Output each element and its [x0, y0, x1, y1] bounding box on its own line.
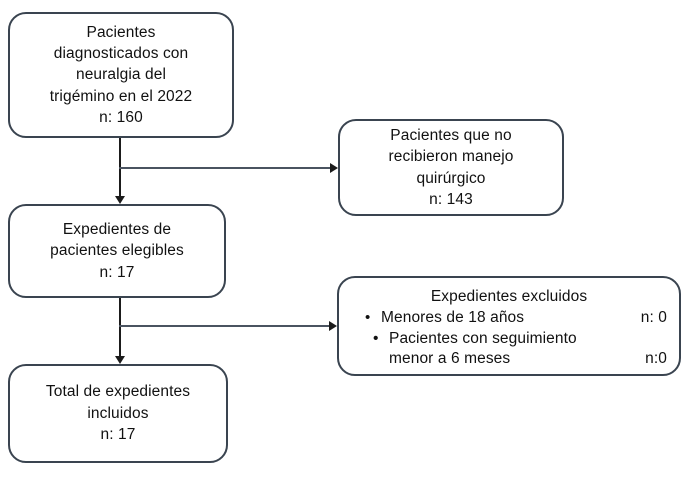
node-included-line-2: incluidos: [87, 404, 149, 422]
node-nonsurg-line-1: Pacientes que no: [390, 126, 512, 144]
node-diagnosed-patients: Pacientes diagnosticados con neuralgia d…: [8, 12, 234, 138]
node-nonsurg-count: n: 143: [429, 190, 473, 208]
arrow-head-right-icon: [330, 163, 338, 173]
node-excluded-records: Expedientes excluidos • Menores de 18 añ…: [337, 276, 681, 376]
node-eligible-records: Expedientes de pacientes elegibles n: 17: [8, 204, 226, 298]
excluded-item-text: Menores de 18 años: [381, 309, 525, 327]
arrow-head-down-icon: [115, 356, 125, 364]
excluded-list: • Menores de 18 años n: 0 • Pacientes co…: [339, 308, 679, 369]
node-diagnosed-line-2: diagnosticados con: [53, 44, 189, 62]
excluded-item-count: n:0: [645, 350, 667, 368]
excluded-title: Expedientes excluidos: [430, 288, 588, 305]
connector-eligible-to-excluded: [119, 325, 331, 327]
excluded-item-body: Pacientes con seguimiento menor a 6 mese…: [389, 329, 667, 370]
node-diagnosed-count: n: 160: [99, 109, 143, 127]
node-eligible-line-1: Expedientes de: [62, 220, 172, 238]
node-non-surgical-patients: Pacientes que no recibieron manejo quirú…: [338, 119, 564, 216]
node-diagnosed-line-3: neuralgia del: [75, 66, 167, 84]
bullet-icon: •: [373, 329, 379, 347]
node-diagnosed-line-4: trigémino en el 2022: [49, 87, 193, 105]
connector-diagnosed-to-non-surgical: [119, 167, 332, 169]
node-included-line-1: Total de expedientes: [45, 383, 191, 401]
excluded-item-text: Pacientes con seguimiento: [389, 329, 577, 347]
arrow-head-down-icon: [115, 196, 125, 204]
node-included-records: Total de expedientes incluidos n: 17: [8, 364, 228, 463]
connector-diagnosed-to-eligible: [119, 138, 121, 200]
connector-eligible-to-included: [119, 298, 121, 360]
node-included-count: n: 17: [100, 426, 136, 444]
node-nonsurg-line-3: quirúrgico: [416, 169, 486, 187]
node-diagnosed-line-1: Pacientes: [86, 23, 156, 41]
excluded-item-count: n: 0: [640, 309, 667, 327]
excluded-item-body: Menores de 18 años n: 0: [381, 308, 667, 328]
excluded-list-item: • Pacientes con seguimiento menor a 6 me…: [365, 329, 667, 370]
excluded-list-item: • Menores de 18 años n: 0: [365, 308, 667, 328]
node-nonsurg-line-2: recibieron manejo: [388, 148, 514, 166]
arrow-head-right-icon: [329, 321, 337, 331]
excluded-item-wrap-row: menor a 6 meses n:0: [389, 349, 667, 369]
bullet-icon: •: [365, 309, 371, 327]
excluded-item-text-wrap: menor a 6 meses: [389, 350, 511, 368]
node-eligible-line-2: pacientes elegibles: [50, 242, 184, 260]
node-eligible-count: n: 17: [99, 263, 135, 281]
